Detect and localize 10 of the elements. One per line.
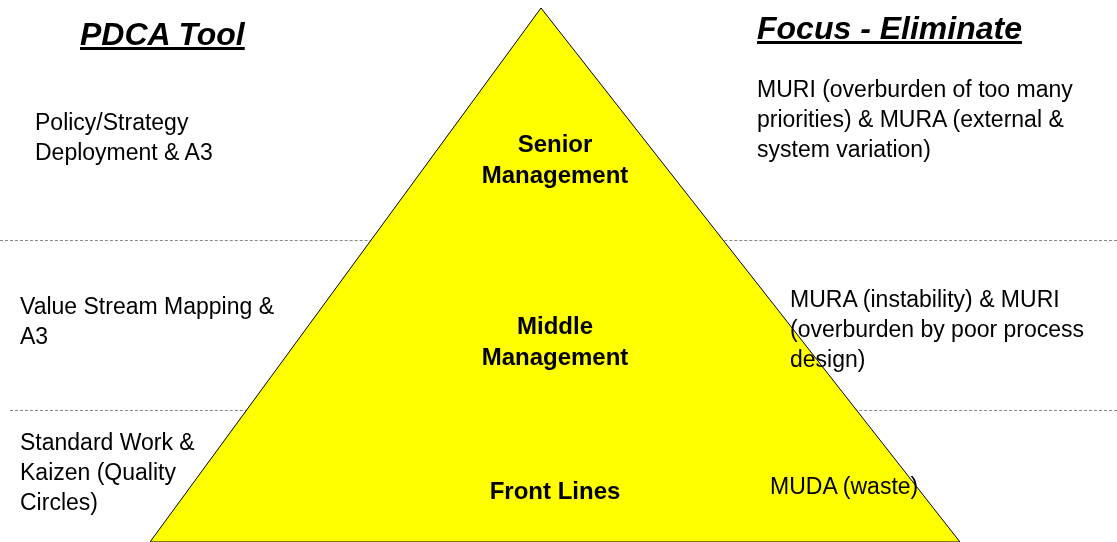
tier-label: Senior Management bbox=[480, 129, 630, 191]
column-heading: Focus - Eliminate bbox=[757, 9, 1022, 48]
tier-label: Front Lines bbox=[488, 476, 622, 506]
tool-text: Value Stream Mapping & A3 bbox=[20, 292, 275, 351]
tier-label: Middle Management bbox=[480, 311, 630, 373]
tool-text: Standard Work & Kaizen (Quality Circles) bbox=[20, 428, 196, 517]
focus-text: MURI (overburden of too many priorities) & MURA (external & system variation) bbox=[757, 75, 1074, 164]
tool-text: Policy/Strategy Deployment & A3 bbox=[35, 108, 214, 167]
focus-text: MUDA (waste) bbox=[770, 472, 919, 501]
column-heading: PDCA Tool bbox=[80, 15, 245, 54]
